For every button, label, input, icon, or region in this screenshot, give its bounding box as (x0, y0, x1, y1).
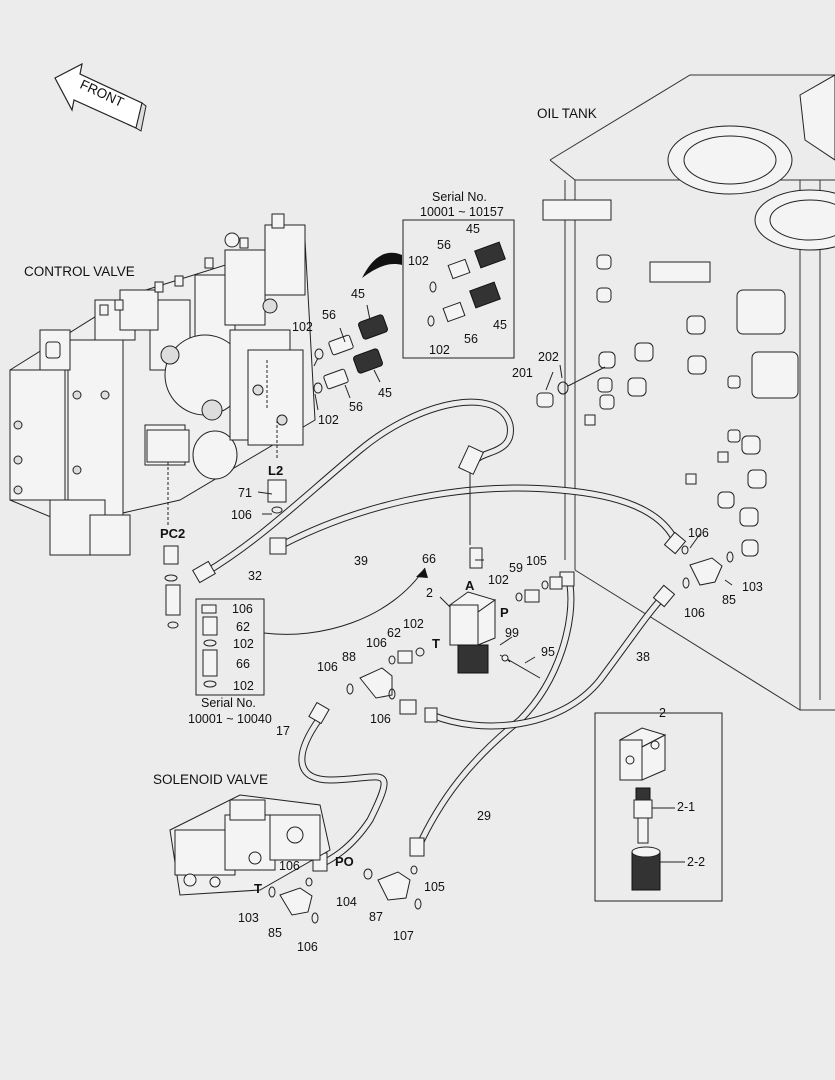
port-t-label: T (432, 636, 440, 651)
callout-56: 56 (464, 332, 478, 346)
serial-box-2-range: 10001 ~ 10040 (188, 712, 272, 726)
pc2-port: PC2 (146, 429, 190, 629)
oil-tank: OIL TANK (537, 74, 835, 711)
callout-17: 17 (276, 724, 290, 738)
callout-95: 95 (541, 645, 555, 659)
port-t2-label: T (254, 881, 262, 896)
callout-38: 38 (636, 650, 650, 664)
callout-62: 62 (236, 620, 250, 634)
callout-106: 106 (279, 859, 300, 873)
callout-45: 45 (466, 222, 480, 236)
callout-66: 66 (236, 657, 250, 671)
callout-85: 85 (268, 926, 282, 940)
callout-71: 71 (238, 486, 252, 500)
callout-102: 102 (292, 320, 313, 334)
callout-106: 106 (317, 660, 338, 674)
serial-box-2-title: Serial No. (201, 696, 256, 710)
l2-port: L2 (267, 420, 287, 514)
callout-45: 45 (493, 318, 507, 332)
callout-numbers: 102 56 45 45 102 56 102 56 45 45 56 102 … (231, 222, 763, 954)
serial-box-1: Serial No. 10001 ~ 10157 (362, 190, 515, 359)
callout-88: 88 (342, 650, 356, 664)
port-p-label: P (500, 605, 509, 620)
callout-107: 107 (393, 929, 414, 943)
oil-tank-label: OIL TANK (537, 106, 597, 121)
detail-box (594, 712, 723, 902)
callout-39: 39 (354, 554, 368, 568)
callout-102: 102 (233, 679, 254, 693)
callout-56: 56 (349, 400, 363, 414)
callout-106: 106 (688, 526, 709, 540)
callout-201: 201 (512, 366, 533, 380)
callout-56: 56 (322, 308, 336, 322)
serial-box-2: Serial No. 10001 ~ 10040 (188, 567, 428, 726)
fittings-center (346, 545, 734, 700)
callout-62: 62 (387, 626, 401, 640)
callout-102: 102 (429, 343, 450, 357)
leader-lines (257, 304, 733, 664)
port-po-label: PO (335, 854, 354, 869)
solenoid-valve-label: SOLENOID VALVE (153, 772, 268, 787)
callout-56: 56 (437, 238, 451, 252)
callout-2-2: 2-2 (687, 855, 705, 869)
hoses (192, 398, 687, 872)
callout-104: 104 (336, 895, 357, 909)
callout-103: 103 (238, 911, 259, 925)
callout-102: 102 (408, 254, 429, 268)
solenoid-valve: SOLENOID VALVE PO T (153, 772, 422, 924)
callout-45: 45 (378, 386, 392, 400)
callout-103: 103 (742, 580, 763, 594)
callout-66: 66 (422, 552, 436, 566)
callout-87: 87 (369, 910, 383, 924)
callout-2-1: 2-1 (677, 800, 695, 814)
callout-29: 29 (477, 809, 491, 823)
port-pc2-label: PC2 (160, 526, 185, 541)
serial-box-1-title: Serial No. (432, 190, 487, 204)
solenoid-block: A P T (432, 547, 541, 679)
serial-box-1-range: 10001 ~ 10157 (420, 205, 504, 219)
callout-99: 99 (505, 626, 519, 640)
tank-plug (536, 366, 606, 408)
port-l2-label: L2 (268, 463, 283, 478)
callout-106: 106 (231, 508, 252, 522)
pressure-switches (313, 314, 388, 394)
callout-102: 102 (318, 413, 339, 427)
callout-2: 2 (426, 586, 433, 600)
callout-106: 106 (370, 712, 391, 726)
callout-106: 106 (366, 636, 387, 650)
callout-45: 45 (351, 287, 365, 301)
callout-102: 102 (403, 617, 424, 631)
callout-106: 106 (232, 602, 253, 616)
callout-102: 102 (488, 573, 509, 587)
callout-106: 106 (297, 940, 318, 954)
front-arrow: FRONT (54, 62, 147, 132)
callout-59: 59 (509, 561, 523, 575)
control-valve: CONTROL VALVE (9, 213, 316, 556)
callout-85: 85 (722, 593, 736, 607)
port-a-label: A (465, 578, 475, 593)
callout-105: 105 (424, 880, 445, 894)
callout-2: 2 (659, 706, 666, 720)
callout-105: 105 (526, 554, 547, 568)
callout-32: 32 (248, 569, 262, 583)
callout-102: 102 (233, 637, 254, 651)
callout-202: 202 (538, 350, 559, 364)
control-valve-label: CONTROL VALVE (24, 264, 135, 279)
callout-106: 106 (684, 606, 705, 620)
